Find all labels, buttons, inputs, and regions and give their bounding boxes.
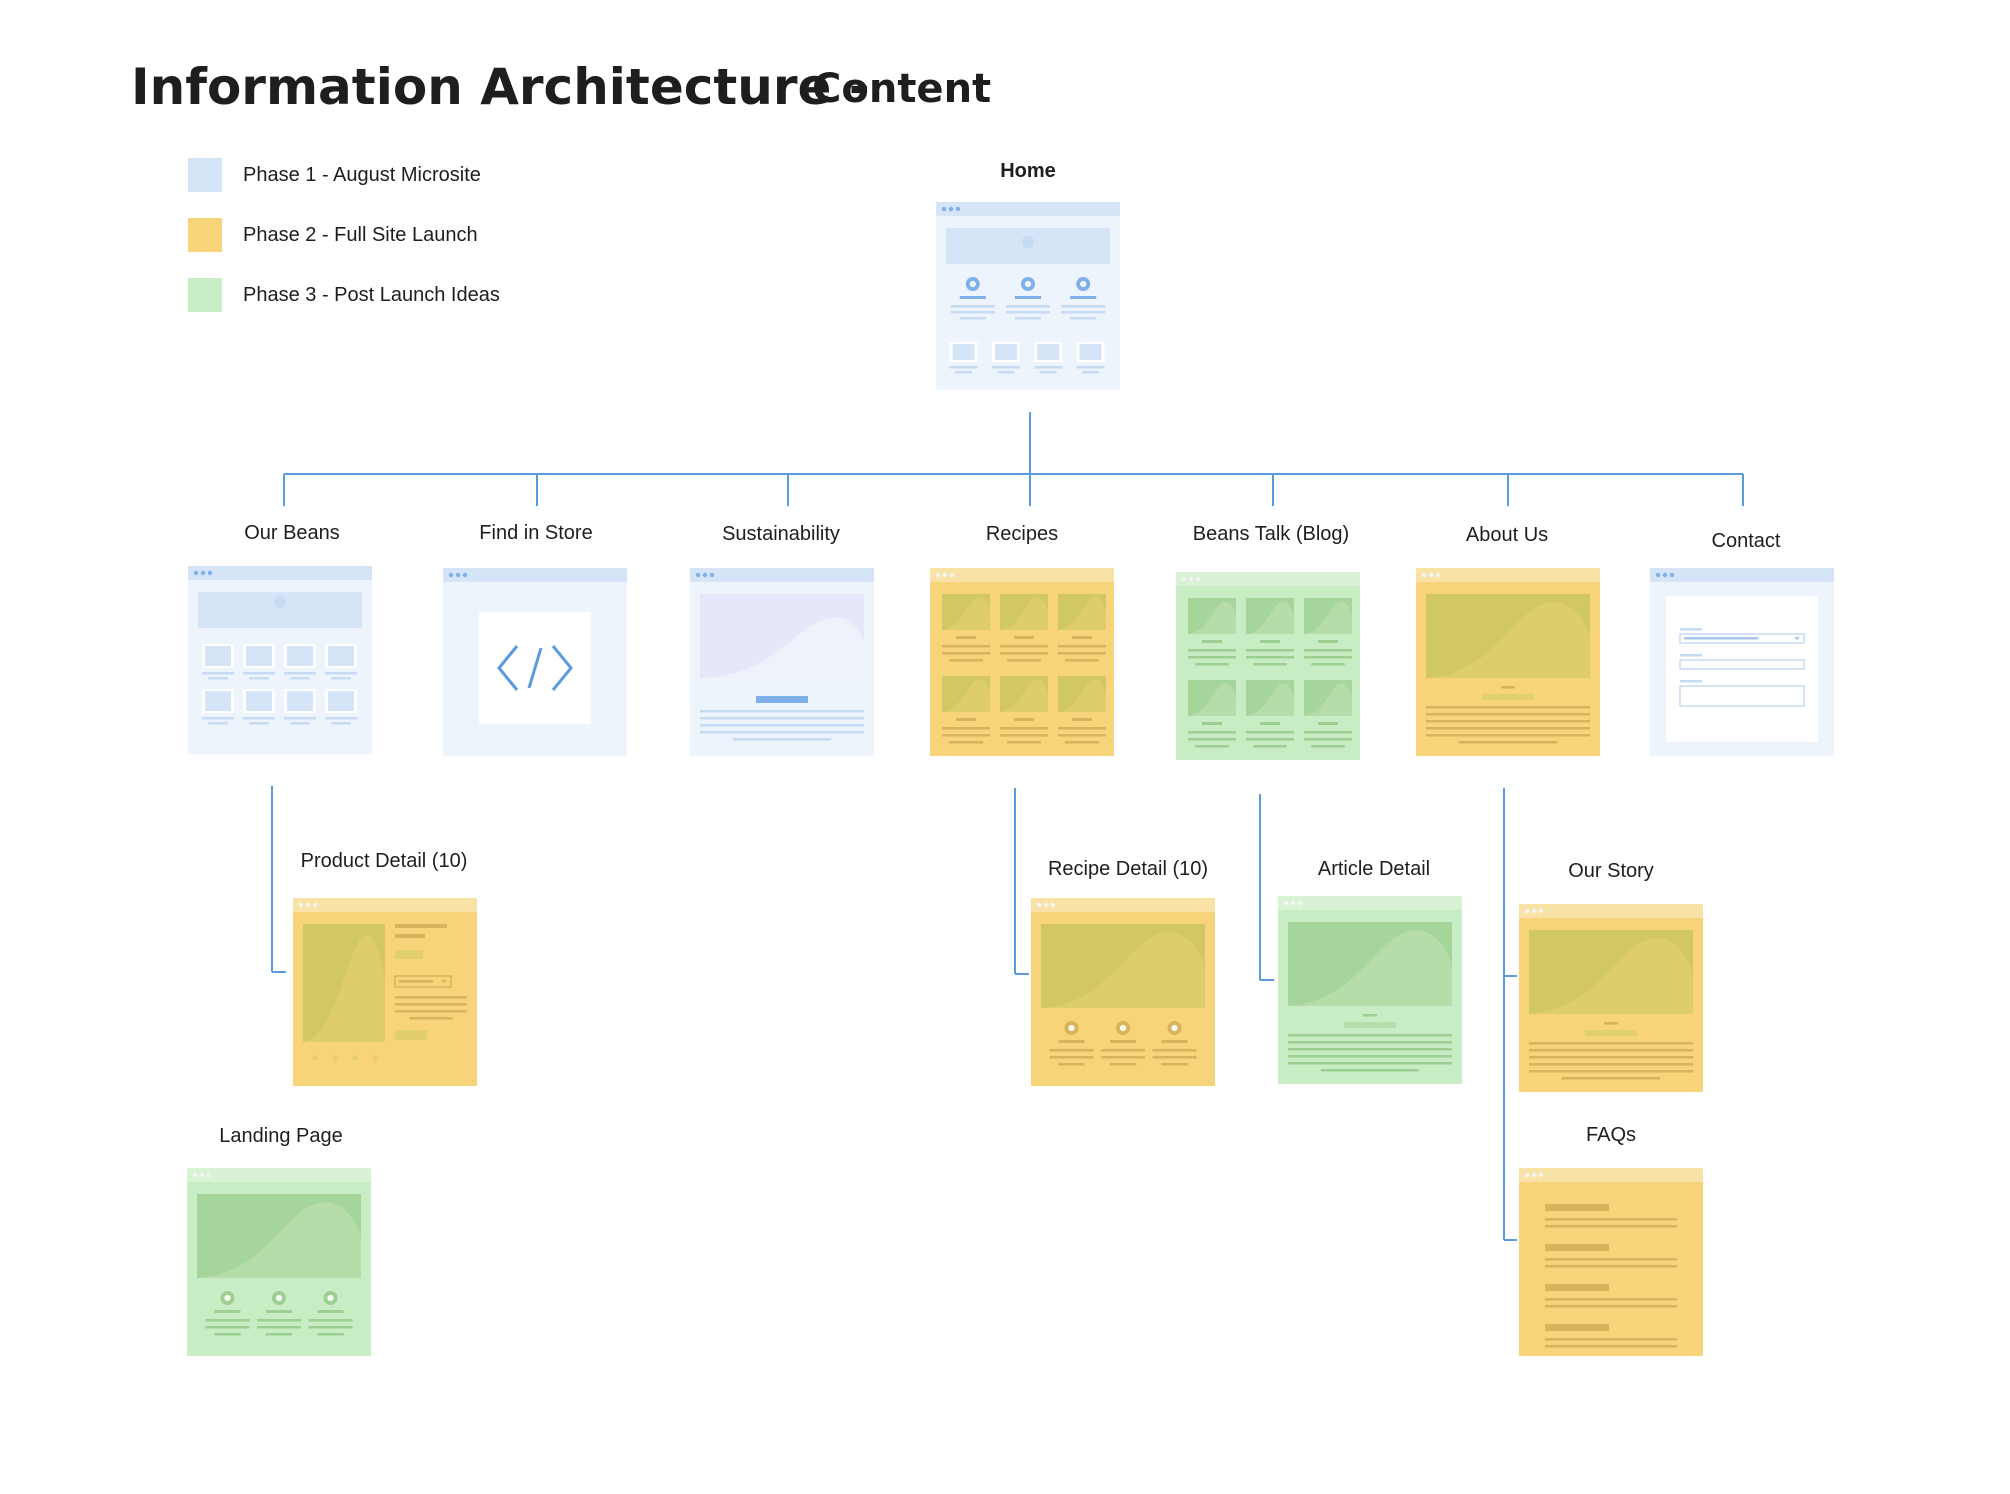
page-label-sustainability: Sustainability [722, 523, 840, 545]
page-label-landing-page: Landing Page [219, 1125, 343, 1147]
page-label-recipes: Recipes [985, 523, 1059, 545]
legend-swatch [188, 218, 222, 252]
page-label-our-beans: Our Beans [244, 522, 340, 544]
page-label-beans-talk: Beans Talk (Blog) [1192, 523, 1350, 545]
wireframe-beans-talk[interactable] [1176, 572, 1360, 760]
legend-label: Phase 3 - Post Launch Ideas [243, 283, 500, 306]
connector-lines [271, 412, 1744, 1241]
wireframe-about-us[interactable] [1416, 568, 1600, 756]
page-label-recipe-detail: Recipe Detail (10) [1047, 858, 1209, 880]
legend-label: Phase 2 - Full Site Launch [243, 223, 478, 246]
legend-label: Phase 1 - August Microsite [243, 163, 481, 186]
page-label-our-story: Our Story [1568, 860, 1654, 882]
page-label-find-in-store: Find in Store [479, 522, 593, 544]
page-label-contact: Contact [1711, 530, 1781, 552]
wireframe-our-beans[interactable] [188, 566, 372, 754]
page-label-article-detail: Article Detail [1317, 858, 1431, 880]
page-label-home: Home [1000, 160, 1056, 182]
wireframe-recipe-detail[interactable] [1031, 898, 1215, 1086]
page-title: Information Architecture - [131, 58, 870, 116]
legend-swatch [188, 158, 222, 192]
wireframe-find-in-store[interactable] [443, 568, 627, 756]
wireframe-faqs[interactable] [1519, 1168, 1703, 1356]
wireframe-our-story[interactable] [1519, 904, 1703, 1092]
page-label-about-us: About Us [1465, 524, 1549, 546]
legend-swatch [188, 278, 222, 312]
page-label-faqs: FAQs [1585, 1124, 1637, 1146]
page-subtitle: Content [812, 66, 992, 112]
wireframe-home[interactable] [936, 202, 1120, 390]
legend-item-phase3: Phase 3 - Post Launch Ideas [188, 278, 500, 312]
wireframe-product-detail[interactable] [293, 898, 477, 1086]
page-label-product-detail: Product Detail (10) [300, 850, 468, 872]
wireframe-landing-page[interactable] [187, 1168, 371, 1356]
wireframe-article-detail[interactable] [1278, 896, 1462, 1084]
wireframe-sustainability[interactable] [690, 568, 874, 756]
legend-item-phase2: Phase 2 - Full Site Launch [188, 218, 478, 252]
legend-item-phase1: Phase 1 - August Microsite [188, 158, 481, 192]
wireframe-contact[interactable] [1650, 568, 1834, 756]
wireframe-recipes[interactable] [930, 568, 1114, 756]
